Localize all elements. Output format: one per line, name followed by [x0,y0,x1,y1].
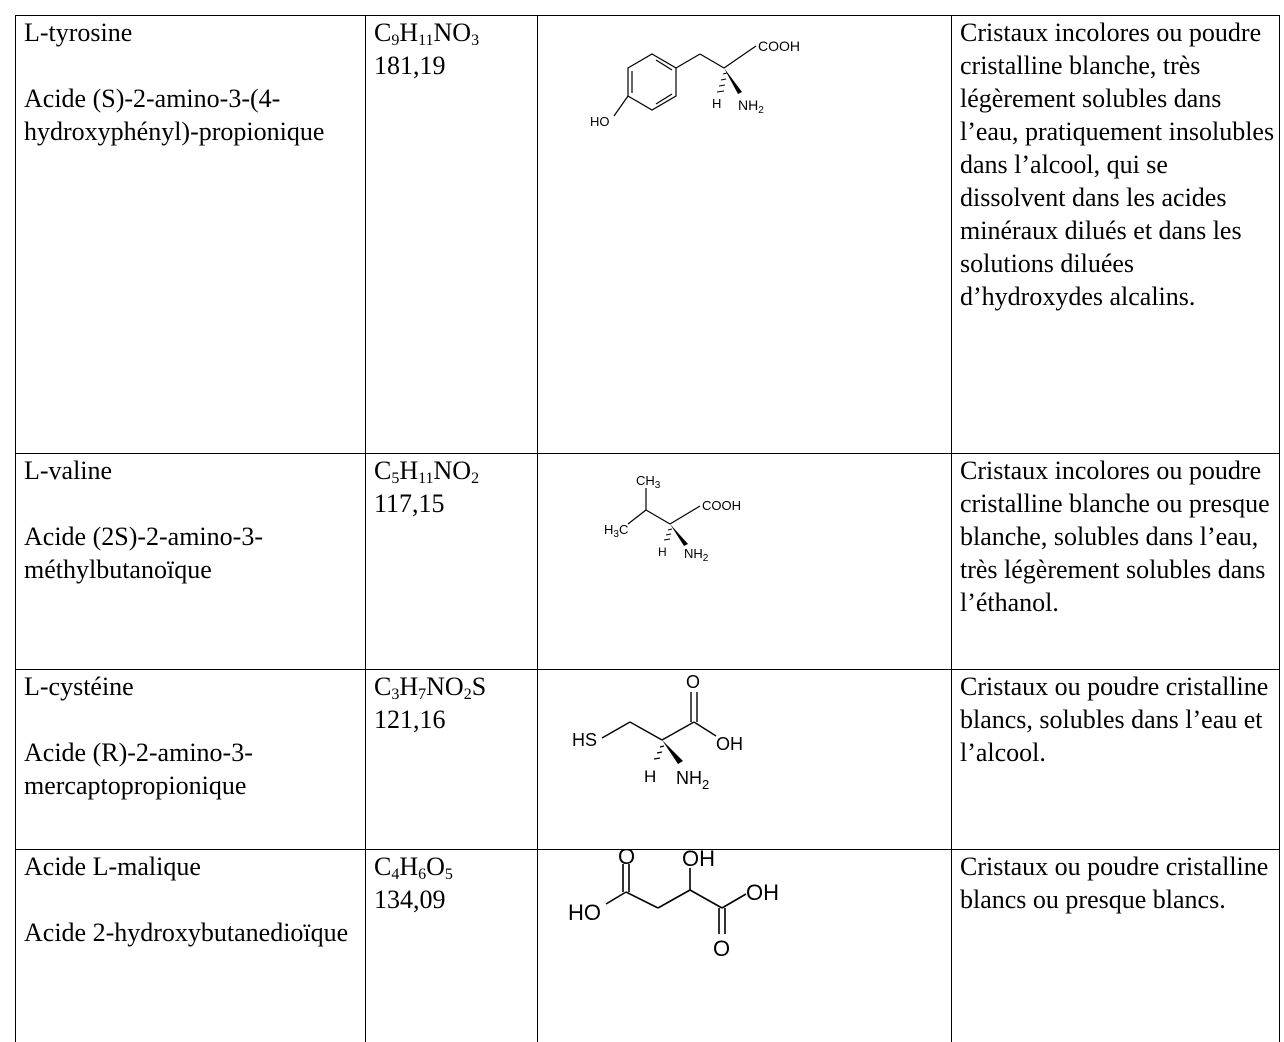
compound-name-cell: L-valine Acide (2S)-2-amino-3-méthylbuta… [15,453,366,670]
compound-name: L-valine [24,456,113,485]
svg-text:OH: OH [682,850,715,871]
compound-table: L-tyrosine Acide (S)-2-amino-3-(4-hydrox… [15,15,1280,1042]
compound-name: L-cystéine [24,672,134,701]
valine-structure-icon: CH3 COOH H3C H NH2 [604,473,741,564]
molecular-formula: C3H7NO2S [374,672,487,703]
molecular-formula: C5H11NO2 [374,456,480,487]
tyrosine-structure-icon: COOH H NH2 HO [590,38,800,129]
compound-name-cell: L-cystéine Acide (R)-2-amino-3-mercaptop… [15,669,366,850]
svg-text:OH: OH [716,734,743,754]
formula-cell: C9H11NO3 181,19 [365,15,538,454]
compound-iupac-name: Acide 2-hydroxybutanedioïque [24,918,349,947]
description-cell: Cristaux incolores ou poudre cristalline… [951,453,1280,670]
molecular-weight: 134,09 [374,885,446,914]
cysteine-structure-icon: O HS OH H NH2 [572,672,743,792]
svg-text:COOH: COOH [758,38,800,54]
structure-cell: CH3 COOH H3C H NH2 [537,453,952,670]
table-row: L-tyrosine Acide (S)-2-amino-3-(4-hydrox… [15,15,1280,454]
description-cell: Cristaux ou poudre cristalline blancs ou… [951,849,1280,1042]
table-row: Acide L-malique Acide 2-hydroxybutanedio… [15,849,1280,1042]
molecular-formula: C4H6O5 [374,852,453,883]
molecular-weight: 181,19 [374,51,446,80]
svg-text:H3C: H3C [604,522,628,540]
svg-text:O: O [618,850,635,869]
compound-iupac-name: Acide (2S)-2-amino-3-méthylbutanoïque [24,522,263,584]
svg-text:H: H [712,96,721,111]
table-row: L-cystéine Acide (R)-2-amino-3-mercaptop… [15,669,1280,850]
svg-text:H: H [658,545,667,559]
compound-name-cell: L-tyrosine Acide (S)-2-amino-3-(4-hydrox… [15,15,366,454]
compound-iupac-name: Acide (S)-2-amino-3-(4-hydroxyphényl)-pr… [24,84,325,146]
formula-cell: C3H7NO2S 121,16 [365,669,538,850]
structure-cell: COOH H NH2 HO [537,15,952,454]
formula-cell: C5H11NO2 117,15 [365,453,538,670]
structure-cell: O OH HO OH O [537,849,952,1042]
compound-name: L-tyrosine [24,18,133,47]
malic-acid-structure-icon: O OH HO OH O [568,850,779,962]
svg-text:NH2: NH2 [684,546,709,564]
svg-text:HO: HO [568,900,601,925]
svg-text:O: O [713,936,730,961]
compound-name: Acide L-malique [24,852,201,881]
compound-name-cell: Acide L-malique Acide 2-hydroxybutanedio… [15,849,366,1042]
svg-text:H: H [644,767,656,786]
description-cell: Cristaux incolores ou poudre cristalline… [951,15,1280,454]
svg-text:NH2: NH2 [738,97,764,116]
molecular-formula: C9H11NO3 [374,18,480,49]
svg-text:HO: HO [590,114,610,129]
svg-text:NH2: NH2 [676,768,709,792]
structure-cell: O HS OH H NH2 [537,669,952,850]
formula-cell: C4H6O5 134,09 [365,849,538,1042]
svg-text:O: O [686,672,700,692]
svg-text:CH3: CH3 [636,473,661,491]
description-cell: Cristaux ou poudre cristalline blancs, s… [951,669,1280,850]
compound-iupac-name: Acide (R)-2-amino-3-mercaptopropionique [24,738,253,800]
svg-text:OH: OH [746,880,779,905]
molecular-weight: 121,16 [374,705,446,734]
svg-text:HS: HS [572,730,597,750]
molecular-weight: 117,15 [374,489,445,518]
table-row: L-valine Acide (2S)-2-amino-3-méthylbuta… [15,453,1280,670]
svg-text:COOH: COOH [702,498,741,513]
